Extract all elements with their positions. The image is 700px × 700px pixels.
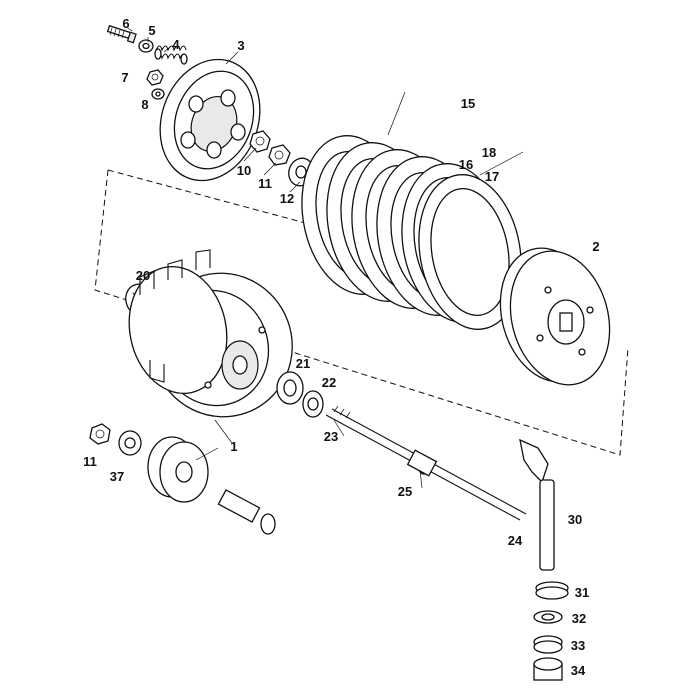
label-part-8: 8 [141,97,148,112]
label-part-17: 17 [485,169,499,184]
label-part-2: 2 [592,239,599,254]
label-part-34: 34 [571,663,586,678]
label-part-18: 18 [482,145,496,160]
part-31-spring [535,581,569,600]
part-25-bearing [406,449,438,477]
part-8-washer [151,88,165,100]
label-part-30: 30 [568,512,582,527]
part-6-screw [106,24,137,44]
label-part-24: 24 [508,533,523,548]
part-33-seal [533,635,563,654]
label-part-3: 3 [237,38,244,53]
label-part-1: 1 [230,439,237,454]
label-part-32: 32 [572,611,586,626]
label-part-33: 33 [571,638,585,653]
part-37-washer [118,430,142,456]
label-part-11-lower: 11 [83,454,97,469]
primary-drive-gear [147,436,209,503]
part-30-release-lever [519,438,555,571]
label-part-22: 22 [322,375,336,390]
label-part-20: 20 [136,268,150,283]
part-21-washer [276,371,304,405]
shaft-stub [217,489,276,535]
part-11-nut-lower [89,423,111,445]
label-part-12: 12 [280,191,294,206]
label-part-7: 7 [121,70,128,85]
label-part-23: 23 [324,429,338,444]
part-34-bushing [533,657,563,681]
part-10-nut [249,130,271,153]
label-part-21: 21 [296,356,310,371]
label-part-5: 5 [148,23,155,38]
part-1-clutch-basket [128,249,293,418]
label-part-16: 16 [459,157,473,172]
part-labels: 6 5 4 3 7 8 10 11 12 15 16 18 17 2 20 21… [83,16,599,678]
clutch-plate-stack [301,135,522,330]
part-5-washer [138,39,154,53]
leader-lines [127,27,524,489]
assembly-dashed-lines [94,169,629,456]
label-part-6: 6 [122,16,129,31]
part-11-nut-upper [268,144,291,166]
label-part-37: 37 [110,469,124,484]
part-22-washer [302,390,324,418]
part-4-spring [154,45,188,65]
part-2-clutch-hub [499,247,611,386]
part-7-nut [146,69,164,86]
part-3-pressure-plate [159,58,261,182]
label-part-4: 4 [172,37,180,52]
label-part-25: 25 [398,484,412,499]
part-32-washer [533,610,563,624]
label-part-15: 15 [461,96,475,111]
label-part-10: 10 [237,163,251,178]
label-part-11-upper: 11 [258,176,272,191]
label-part-31: 31 [575,585,589,600]
